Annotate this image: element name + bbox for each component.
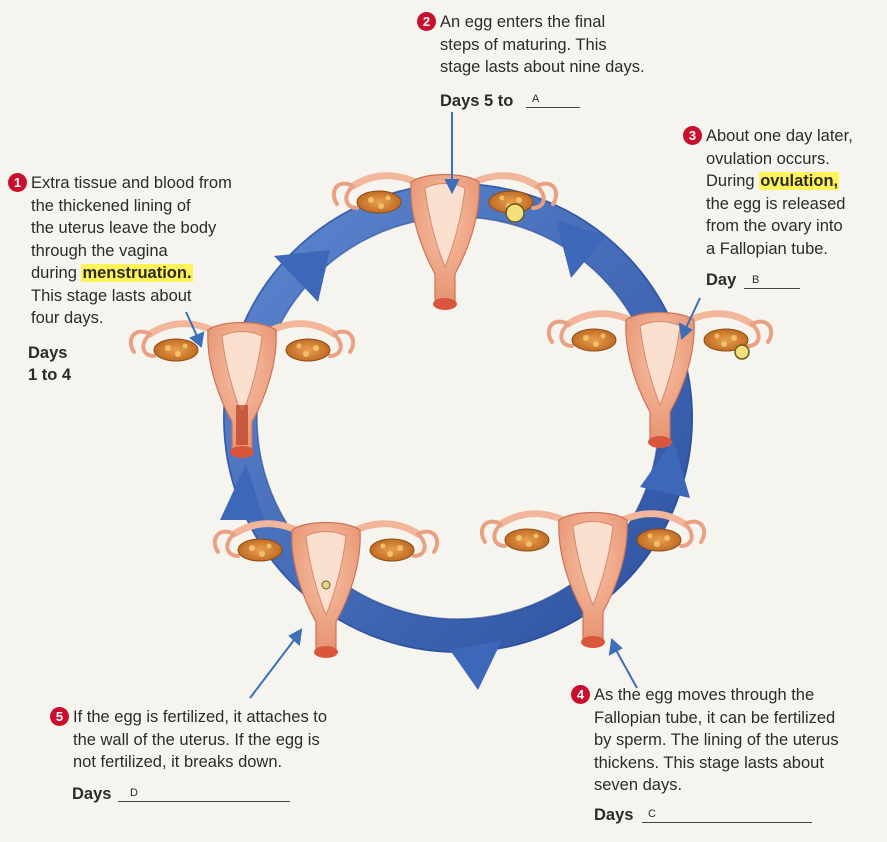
cycle-arrowhead [556,220,606,278]
stage-3-days: Day [706,271,737,289]
cycle-arrowhead [640,440,690,498]
maturing-egg-icon [505,203,525,223]
released-egg-icon [734,344,750,360]
step-number-badge: 2 [417,12,436,31]
step-number-badge: 5 [50,707,69,726]
answer-blank-c[interactable]: C [642,808,812,823]
step-number-badge: 3 [683,126,702,145]
uterus-illustration-stage-2 [334,175,556,311]
uterus-illustration-stage-3 [549,313,771,449]
stage-2-days: Days 5 to [440,92,514,110]
answer-blank-b[interactable]: B [744,274,800,289]
stage-4-days: Days [594,806,634,824]
cycle-arrowhead [274,250,330,302]
term-highlight: ovulation, [759,172,840,190]
term-highlight: menstruation. [81,264,193,282]
menstrual-flow-icon [236,405,248,445]
cycle-arrowhead [450,640,502,690]
answer-blank-a[interactable]: A [526,93,580,108]
cycle-arrowhead [220,464,264,520]
step-number-badge: 4 [571,685,590,704]
fertilized-egg-icon [321,580,331,590]
pointer-arrows [185,112,701,699]
answer-blank-d[interactable]: D [118,787,290,802]
step-number-badge: 1 [8,173,27,192]
stage-1-days: Days 1 to 4 [28,344,72,384]
stage-5-days: Days [72,785,112,803]
